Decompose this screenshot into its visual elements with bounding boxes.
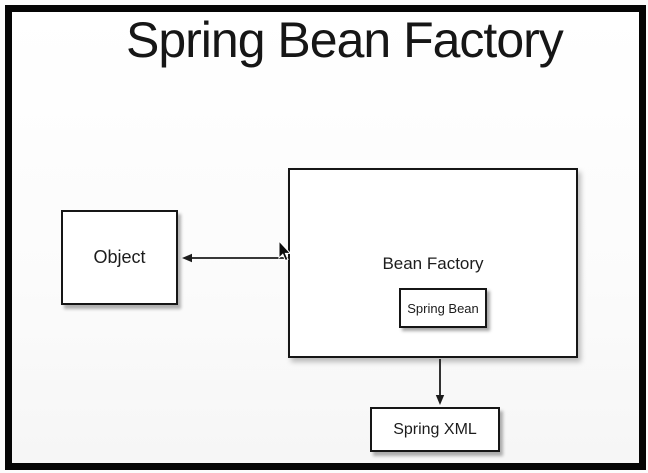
bean-factory-node: Bean Factory Spring Bean: [288, 168, 578, 358]
spring-xml-node: Spring XML: [370, 407, 500, 452]
spring-bean-node: Spring Bean: [399, 288, 487, 328]
object-node: Object: [61, 210, 178, 305]
slide-title: Spring Bean Factory: [126, 12, 564, 68]
spring-bean-node-label: Spring Bean: [407, 300, 479, 316]
bean-factory-node-label: Bean Factory: [382, 254, 484, 273]
spring-xml-node-label: Spring XML: [393, 420, 477, 438]
object-node-label: Object: [93, 247, 146, 267]
